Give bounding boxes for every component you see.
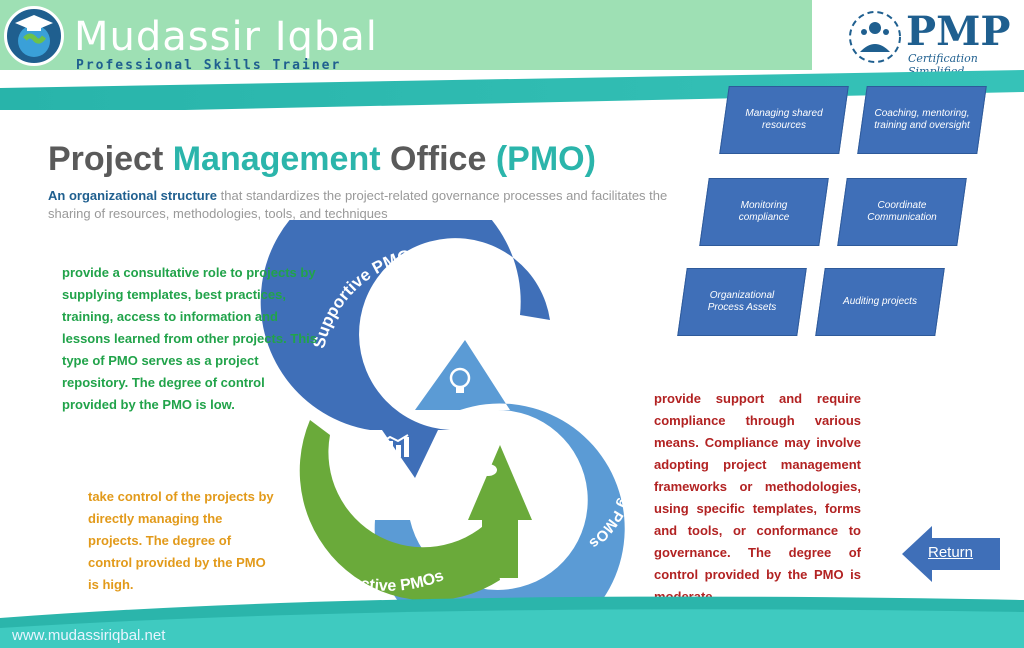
directive-arrowhead bbox=[468, 445, 532, 520]
function-tile-coordinate-communication: Coordinate Communication bbox=[837, 178, 967, 246]
controlling-pmo-description: provide support and require compliance t… bbox=[654, 391, 861, 604]
brand-tagline: Professional Skills Trainer bbox=[76, 58, 342, 73]
title-word-4: (PMO) bbox=[495, 140, 596, 178]
function-tile-coaching: Coaching, mentoring, training and oversi… bbox=[857, 86, 987, 154]
function-tile-organizational-process-assets: Organizational Process Assets bbox=[677, 268, 807, 336]
header-band bbox=[0, 0, 812, 70]
function-label: Organizational Process Assets bbox=[707, 290, 777, 313]
controlling-arrow bbox=[374, 340, 625, 620]
title-word-1: Project bbox=[48, 140, 164, 178]
function-label: Managing shared resources bbox=[745, 108, 823, 131]
description: An organizational structure that standar… bbox=[48, 187, 698, 223]
function-tile-monitoring-compliance: Monitoring compliance bbox=[699, 178, 829, 246]
function-label: Monitoring compliance bbox=[738, 200, 790, 223]
title-word-2: Management bbox=[172, 140, 381, 178]
pmo-cycle-diagram: Supportive PMOs Controlling PMOs Directi… bbox=[260, 220, 644, 620]
description-bold: An organizational structure bbox=[48, 188, 218, 203]
supportive-pmo-description: provide a consultative role to projects … bbox=[62, 265, 318, 412]
function-tile-auditing-projects: Auditing projects bbox=[815, 268, 945, 336]
function-label: Coordinate Communication bbox=[867, 200, 937, 223]
chat-bubbles-icon bbox=[466, 459, 497, 476]
footer-website[interactable]: www.mudassiriqbal.net bbox=[12, 627, 166, 644]
brand-name: Mudassir Iqbal bbox=[74, 14, 378, 60]
supportive-arrow bbox=[260, 220, 550, 478]
description-rest: that standardizes the project-related go… bbox=[48, 188, 668, 221]
page-title: Project Management Office (PMO) bbox=[48, 140, 596, 179]
function-label: Auditing projects bbox=[843, 296, 917, 307]
left-arrow-icon[interactable] bbox=[902, 526, 1002, 582]
bar-chart-icon bbox=[379, 434, 409, 457]
graduation-cap-globe-icon bbox=[4, 6, 64, 66]
lightbulb-icon bbox=[449, 367, 471, 393]
function-label: Coaching, mentoring, training and oversi… bbox=[874, 108, 970, 131]
directive-arrow bbox=[299, 420, 500, 601]
pmp-logo-icon bbox=[846, 8, 904, 66]
title-word-3: Office bbox=[390, 140, 487, 178]
footer-wave bbox=[0, 596, 1024, 648]
pmp-logo-name: PMP bbox=[906, 8, 1011, 55]
directive-pmo-description: take control of the projects by directly… bbox=[88, 489, 274, 592]
function-tile-managing-shared-resources: Managing shared resources bbox=[719, 86, 849, 154]
return-button[interactable]: Return bbox=[928, 544, 974, 561]
